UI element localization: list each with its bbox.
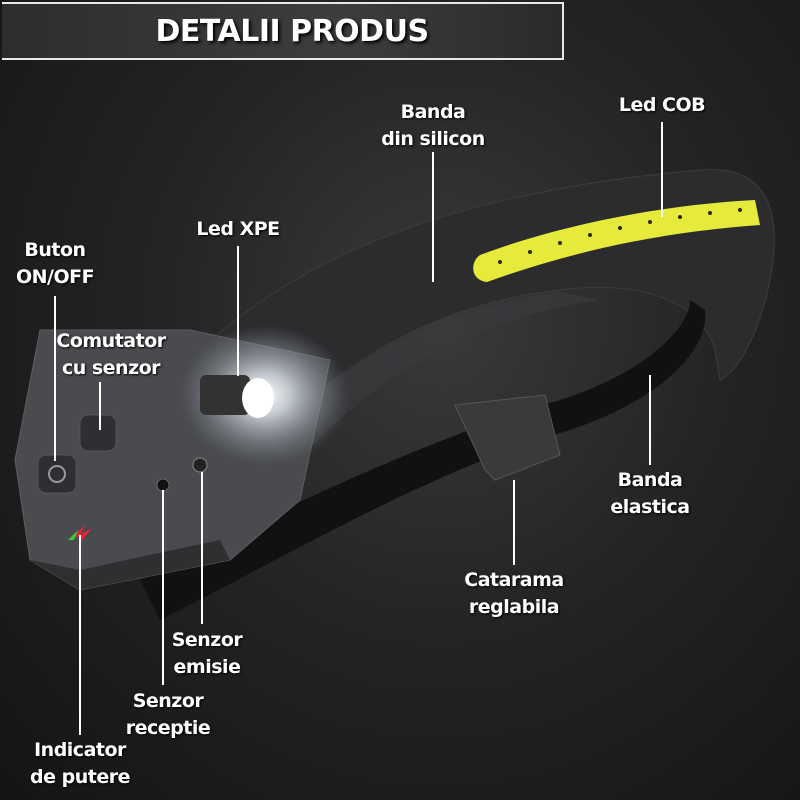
leader-line bbox=[162, 490, 164, 685]
leader-line bbox=[99, 382, 101, 430]
leader-line bbox=[54, 296, 56, 461]
leader-line bbox=[201, 472, 203, 624]
leader-line bbox=[513, 480, 515, 565]
label-led-cob: Led COB bbox=[618, 94, 706, 116]
emit-sensor-shape bbox=[192, 457, 208, 473]
label-elastic-band: Banda elastica bbox=[610, 469, 690, 518]
buckle bbox=[454, 394, 561, 481]
label-led-xpe: Led XPE bbox=[196, 218, 280, 240]
elastic-band bbox=[140, 300, 706, 620]
leader-line bbox=[237, 246, 239, 376]
leader-line bbox=[661, 122, 663, 217]
sensor-switch-shape bbox=[79, 414, 117, 452]
label-power-button: Buton ON/OFF bbox=[15, 239, 95, 288]
label-emit-sensor: Senzor emisie bbox=[171, 629, 243, 678]
leader-line bbox=[79, 535, 81, 735]
label-receive-sensor: Senzor receptie bbox=[125, 690, 211, 739]
title-banner: DETALII PRODUS bbox=[2, 2, 564, 60]
power-indicator-shape bbox=[70, 525, 92, 545]
leader-line bbox=[432, 152, 434, 282]
label-silicon-band: Banda din silicon bbox=[381, 101, 485, 150]
cob-dots bbox=[498, 208, 742, 264]
label-power-indicator: Indicator de putere bbox=[30, 739, 130, 788]
power-button-shape bbox=[37, 454, 77, 494]
page-title: DETALII PRODUS bbox=[155, 13, 429, 49]
label-sensor-switch: Comutator cu senzor bbox=[56, 330, 166, 379]
cob-led-strip bbox=[473, 200, 760, 282]
label-buckle: Catarama reglabila bbox=[464, 569, 564, 618]
leader-line bbox=[649, 375, 651, 465]
